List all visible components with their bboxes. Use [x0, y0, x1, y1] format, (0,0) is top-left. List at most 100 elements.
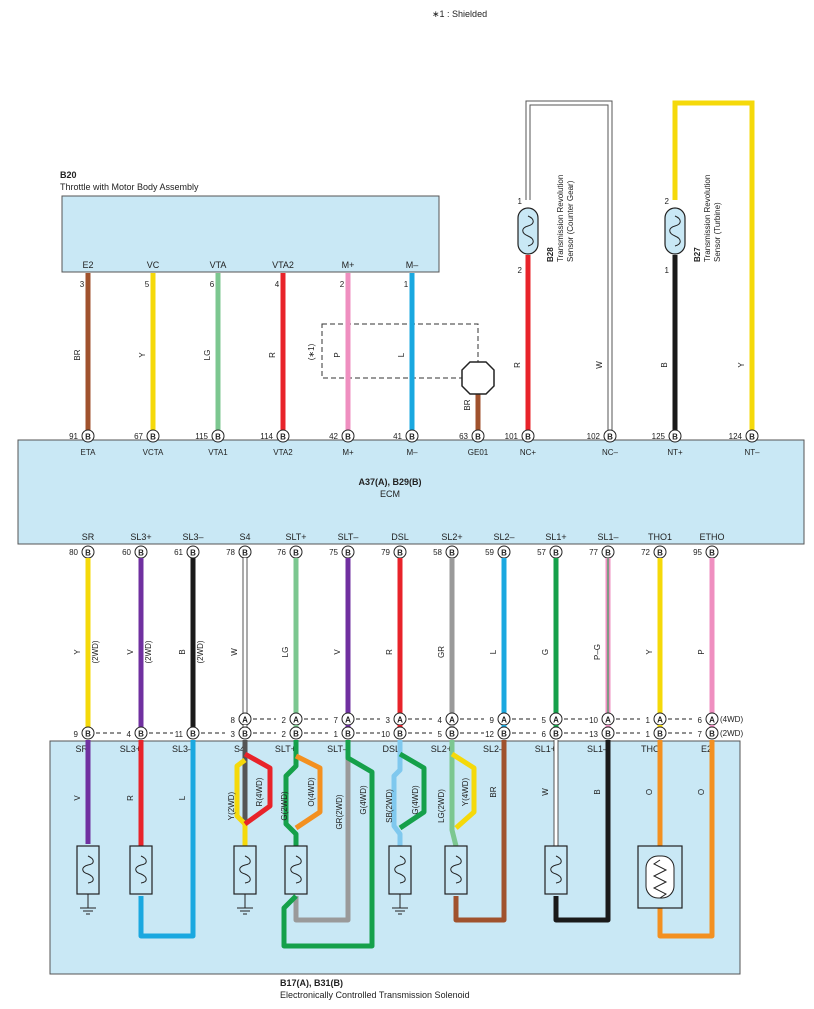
connector-a-letter: A [293, 716, 299, 725]
ecm-bottom-pin-label: SL1– [597, 532, 618, 542]
connector-b-letter: B [85, 730, 91, 739]
ecm-connector-marker [276, 429, 290, 443]
solenoid-wire-code: O [697, 789, 706, 795]
coil-icon [82, 855, 94, 884]
connector-b-letter: B [657, 730, 663, 739]
sensor-name-line1: Transmission Revolution [556, 175, 565, 262]
sensor-name-line2: Sensor (Turbine) [713, 202, 722, 262]
ecm-connector-letter: B [409, 433, 415, 442]
ecm-connector-marker [745, 429, 759, 443]
throttle-wire-code: R [268, 352, 277, 358]
connector-a-pin-number: 7 [334, 716, 339, 725]
solenoid-terminal-label: SL3+ [120, 744, 141, 754]
ecm-pin-number: 42 [329, 432, 338, 441]
coil-icon [135, 855, 147, 884]
connector-b-pin-number: 4 [127, 730, 132, 739]
coil-icon [450, 855, 462, 884]
solenoid-terminal-label: S4 [234, 744, 245, 754]
solenoid-coil-box [544, 845, 568, 895]
throttle-box [61, 195, 440, 273]
ecm-bottom-wire-code: L [489, 649, 498, 654]
throttle-wire-code: P [333, 352, 342, 357]
connector-b-marker [186, 726, 200, 740]
thermistor-icon [652, 859, 668, 899]
ecm-connector-letter: B [607, 433, 613, 442]
connector-b-letter: B [709, 730, 715, 739]
ecm-pin-number: 61 [174, 548, 183, 557]
connector-b-letter: B [138, 730, 144, 739]
connector-a-pin-number: 6 [698, 716, 703, 725]
solenoid-wire-code: B [593, 789, 602, 794]
connector-a-pin-number: 3 [386, 716, 391, 725]
throttle-pin-number: 3 [80, 280, 85, 289]
ecm-pin-label: M+ [342, 448, 354, 457]
throttle-pin-number: 5 [145, 280, 150, 289]
ecm-connector-letter: B [215, 433, 221, 442]
b28-white-wire [525, 100, 613, 430]
ecm-pin-label: GE01 [468, 448, 489, 457]
ecm-bottom-wire-code: W [230, 648, 239, 656]
connector-b-letter: B [553, 730, 559, 739]
b28-white-wire-inner [526, 101, 612, 430]
connector-a-letter: A [449, 716, 455, 725]
ecm-connector-letter: B [345, 433, 351, 442]
ecm-bottom-pin-label: SL2– [493, 532, 514, 542]
connector-b-pin-number: 9 [74, 730, 79, 739]
connector-b-marker [134, 726, 148, 740]
ecm-connector-letter: B [749, 433, 755, 442]
connector-b-marker [497, 726, 511, 740]
ecm-connector-letter: B [85, 549, 91, 558]
solenoid-wire-sl2p-4wd [450, 751, 477, 830]
solenoid-wire-code: W [541, 788, 550, 796]
solenoid-wire-code: O(4WD) [307, 777, 316, 807]
ecm-bottom-wire-code: V [333, 649, 342, 655]
ecm-bottom-wire-code: LG [281, 647, 290, 658]
solenoid-coil-box [284, 845, 308, 895]
throttle-pin-number: 6 [210, 280, 215, 289]
throttle-pin-label: M– [406, 260, 419, 270]
connector-b-pin-number: 12 [485, 730, 494, 739]
ecm-connector-letter: B [150, 433, 156, 442]
ecm-connector-letter: B [657, 549, 663, 558]
connector-a-letter: A [397, 716, 403, 725]
connector-b-pin-number: 2 [282, 730, 287, 739]
sensor-code: B28 [546, 247, 555, 262]
connector-a-letter: A [242, 716, 248, 725]
sensor-wire-code: Y [737, 362, 746, 368]
ecm-pin-number: 91 [69, 432, 78, 441]
solenoid-wire-s4-4wd [243, 751, 273, 827]
solenoid-terminal-label: SL3– [172, 744, 193, 754]
thermistor-body [645, 855, 675, 899]
ecm-connector-letter: B [397, 549, 403, 558]
sensor-pin-top: 1 [518, 197, 523, 206]
ecm-bottom-wire-code: R [385, 649, 394, 655]
solenoid-wire-code: Y(4WD) [461, 777, 470, 806]
connector-a-pin-number: 1 [646, 716, 651, 725]
ecm-bottom-pin-label: SL3+ [130, 532, 151, 542]
solenoid-wire-sl3n [138, 740, 196, 939]
throttle-wire-code: BR [73, 349, 82, 360]
ecm-pin-number: 75 [329, 548, 338, 557]
shield-region [321, 323, 479, 379]
ecm-connector-letter: B [449, 549, 455, 558]
ecm-connector-marker [81, 429, 95, 443]
connector-b-pin-number: 5 [438, 730, 443, 739]
throttle-code: B20 [60, 170, 77, 180]
ecm-connector-marker [521, 429, 535, 443]
ecm-connector-letter: B [475, 433, 481, 442]
connector-b-marker [393, 726, 407, 740]
ecm-pin-number: 124 [729, 432, 743, 441]
ecm-connector-letter: B [138, 549, 144, 558]
connector-b-letter: B [397, 730, 403, 739]
solenoid-terminal-label: SL1– [587, 744, 608, 754]
ecm-connector-marker [146, 429, 160, 443]
solenoid-wire-code: Y(2WD) [227, 791, 236, 820]
throttle-wire-code: Y [138, 352, 147, 358]
throttle-pin-label: M+ [342, 260, 355, 270]
throttle-name: Throttle with Motor Body Assembly [60, 182, 199, 192]
ecm-pin-number: 95 [693, 548, 702, 557]
solenoid-terminal-label: DSL [382, 744, 400, 754]
ecm-bottom-wire-code: P–G [593, 644, 602, 660]
connector-a-letter: A [553, 716, 559, 725]
